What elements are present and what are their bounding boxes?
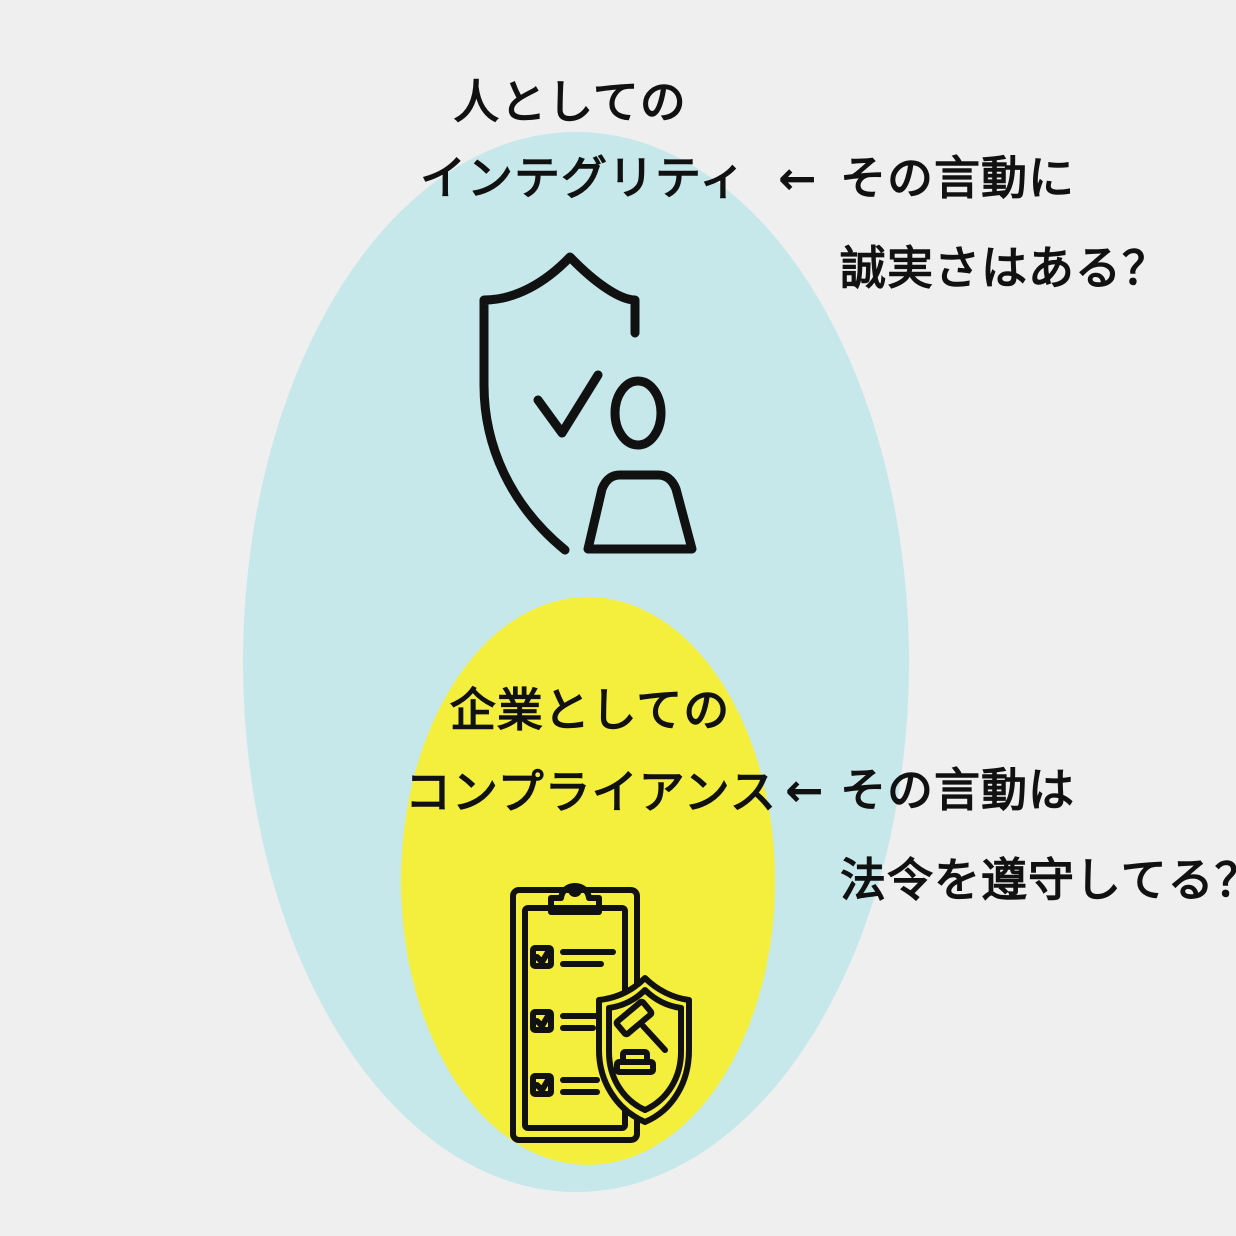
compliance-note-arrow: ← [785, 763, 825, 817]
compliance-circle [401, 597, 775, 1165]
integrity-title-line1: 人としての [453, 75, 687, 129]
compliance-note-line2: 法令を遵守してる？ [840, 853, 1236, 907]
clipboard-checklist-gavel-shield-icon [510, 883, 692, 1143]
integrity-note-arrow: ← [778, 151, 818, 205]
compliance-title-line1: 企業としての [449, 683, 731, 737]
compliance-note-line1: その言動は [840, 763, 1075, 817]
integrity-note-line2: 誠実さはある？ [840, 241, 1169, 295]
shield-person-check-icon [479, 252, 697, 555]
integrity-title-line2: インテグリティ [420, 151, 747, 205]
compliance-title-line2: コンプライアンス [405, 765, 777, 819]
integrity-note-line1: その言動に [840, 151, 1075, 205]
